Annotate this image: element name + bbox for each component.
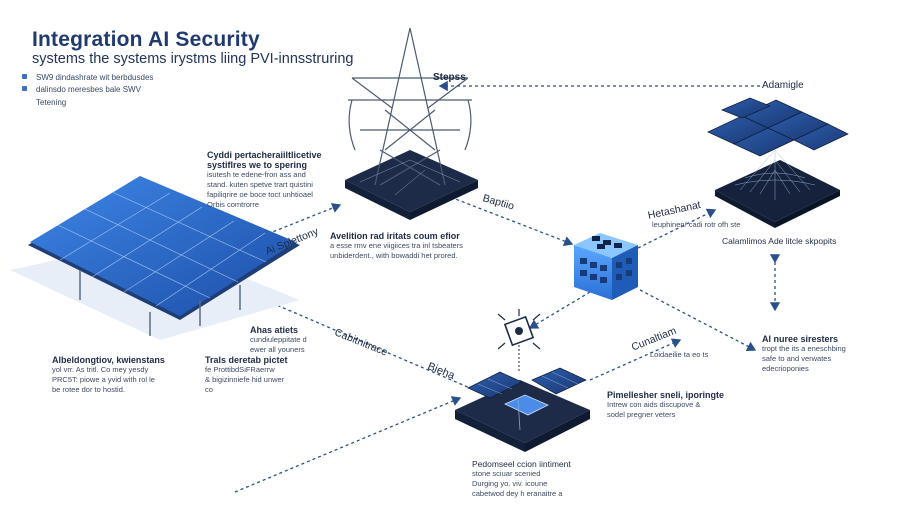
block-line: cundiuleppitate d [250, 335, 307, 344]
connector-hub-to-cunaltiam [589, 338, 682, 381]
block-line: cabetwod dey h eranaitre a [472, 489, 563, 499]
solar-panel-cluster-icon [707, 97, 849, 228]
connector-bottom-to-hub [234, 396, 462, 493]
connector-cube-to-panels [637, 208, 717, 249]
block-calamlimos: Calamlimos Ade litcle skpopits [722, 236, 836, 246]
block-line: fe ProttibdSiFRaerrw [205, 365, 275, 374]
connector-cube-to-ai-node [528, 291, 591, 329]
block-line: edecrioponies [762, 364, 809, 374]
block-line: Loidaeilie ta eo ts [650, 350, 709, 359]
block-heading: Ahas atiets [250, 325, 299, 335]
block-pedomseel: Pedomseel ccion iintiment stone sciuar s… [472, 459, 571, 499]
connector-cube-to-right [639, 289, 757, 352]
block-cunaltiam-sub: Loidaeilie ta eo ts [650, 350, 708, 360]
bullet-text: SW9 dindashrate wit berbdusdes [36, 73, 154, 82]
block-heading: Albeldongtiov, kwienstans [52, 355, 165, 365]
block-line: stand. kuten spetve trart quistini [207, 180, 313, 190]
block-line: ewer all youners [250, 345, 305, 355]
connector-tower-to-cube [444, 194, 574, 247]
block-line: isutesh te edene-fron ass and [207, 170, 306, 179]
bullet-icon [22, 74, 27, 79]
block-heading: Calamlimos Ade litcle skpopits [722, 236, 837, 246]
block-line: unbiderdent., with bowaddi het prored. [330, 251, 458, 261]
solar-array-icon [10, 176, 300, 340]
bullet-item: SW9 dindashrate wit berbdusdes [22, 72, 153, 84]
block-aibeldongtiov: Albeldongtiov, kwienstans yol vrr. As tr… [52, 355, 165, 395]
block-line: be rotee dor to hostid. [52, 385, 125, 395]
transmission-tower-icon [345, 27, 478, 220]
block-line: Orbis comtrorre [207, 200, 260, 210]
block-line: fapiliqrire oe boce toct unhtioael [207, 190, 313, 200]
block-line: tropt the its a eneschbing [762, 344, 846, 353]
block-ai-nuree: AI nuree siresters tropt the its a enesc… [762, 334, 846, 374]
block-heading: Pimellesher sneli, iporingte [607, 390, 725, 400]
block-line: Intrew con aids discupove & [607, 400, 701, 409]
block-hetashanat-sub: leuphinen/ cadi rotr ofh ste [652, 220, 740, 230]
block-heading: Pedomseel ccion iintiment [472, 459, 571, 469]
block-avelition: Avelition rad iritats coum efior a esse … [330, 231, 463, 261]
intro-bullets: SW9 dindashrate wit berbdusdes dalinsdo … [22, 72, 153, 109]
page-subtitle: systems the systems irystms liing PVI-in… [32, 51, 354, 67]
block-line: stone sciuar scenied [472, 469, 541, 478]
page-title: Integration AI Security [32, 28, 260, 51]
block-line: yol vrr. As tritl. Co mey yesdy [52, 365, 149, 374]
block-heading: Trals deretab pictet [205, 355, 288, 365]
bullet-icon [22, 86, 27, 92]
block-heading: AI nuree siresters [762, 334, 839, 344]
label-steps: Stepss [433, 72, 466, 83]
bullet-item: dalinsdo meresbes bale SWV [22, 84, 153, 96]
block-line: sodel pregner veters [607, 410, 676, 420]
bullet-text: dalinsdo meresbes bale SWV [36, 85, 141, 95]
block-subheading: systiflres we to spering [207, 160, 308, 170]
solar-hub-icon [455, 367, 590, 452]
bullet-text: Tetening [36, 97, 67, 107]
block-line: safe to and verwates [762, 354, 832, 364]
data-center-icon [574, 233, 638, 300]
block-cyddi: Cyddi pertacheraiiltlicetive systiflres … [207, 150, 322, 211]
bullet-item: Tetening [22, 97, 153, 109]
block-line: co [205, 385, 213, 395]
block-pimellesher: Pimellesher sneli, iporingte Intrew con … [607, 390, 724, 420]
block-line: PRC5T: piowe a yvid with rol le [52, 375, 155, 385]
block-line: Durging yo. viv. icoune [472, 479, 548, 489]
ai-node-icon [497, 309, 541, 372]
block-heading: Cyddi pertacheraiiltlicetive [207, 150, 322, 160]
block-heading: Avelition rad iritats coum efior [330, 231, 460, 241]
label-adamigle: Adamigle [762, 80, 804, 91]
block-line: & bigizinniefe hid unwer [205, 375, 285, 385]
block-ahas: Ahas atiets cundiuleppitate d ewer all y… [250, 325, 307, 355]
block-line: leuphinen/ cadi rotr ofh ste [652, 220, 741, 229]
block-trals: Trals deretab pictet fe ProttibdSiFRaerr… [205, 355, 288, 395]
connector-lines [234, 80, 781, 493]
block-line: a esse rmv ene viigiices tra inl tsbeate… [330, 241, 463, 250]
